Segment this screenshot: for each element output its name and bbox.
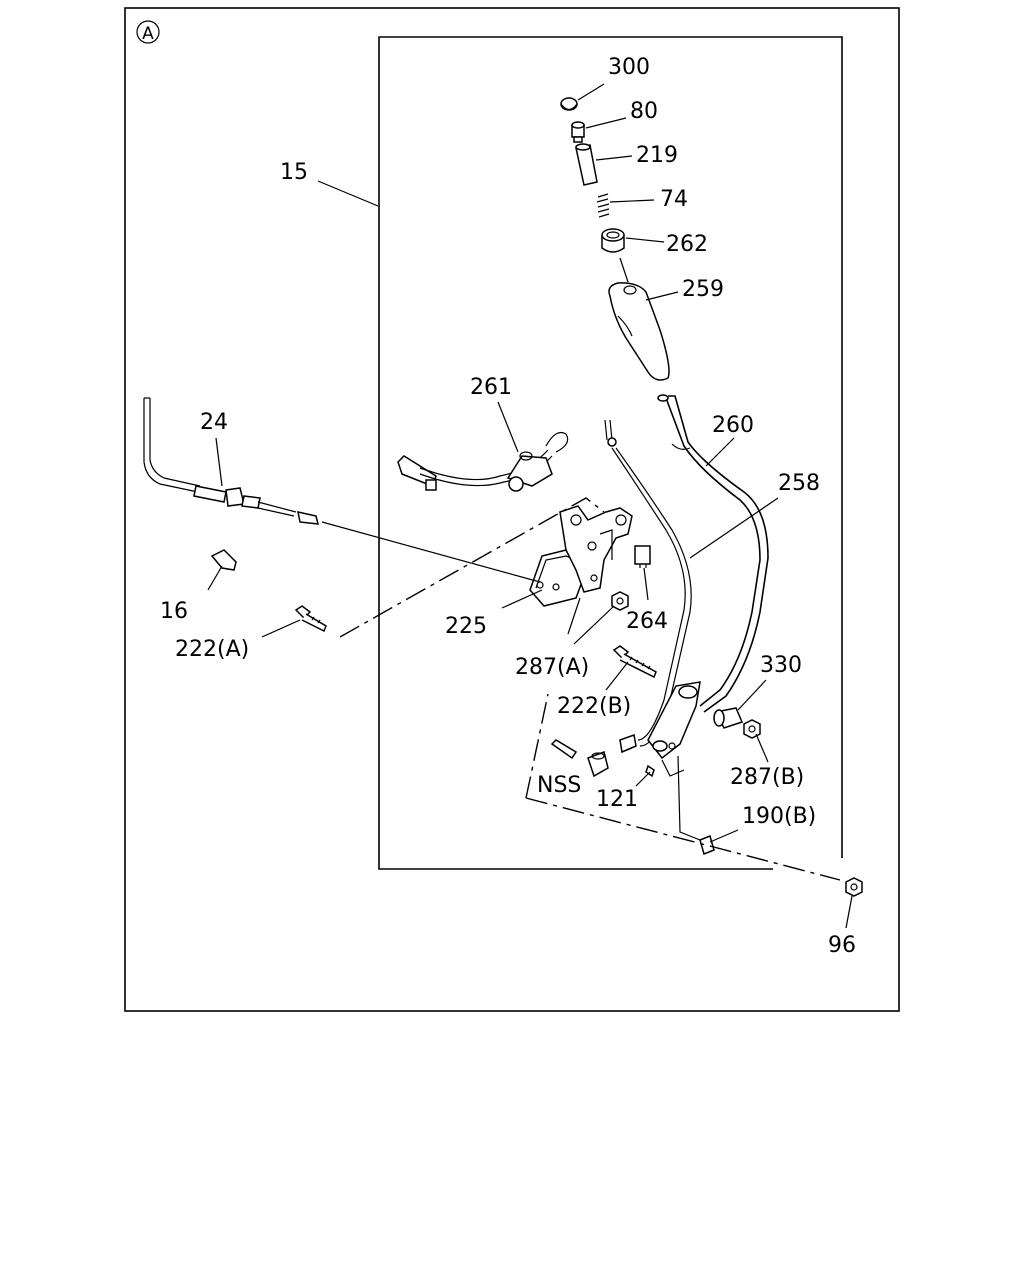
spring-74 (596, 193, 610, 218)
knob-cap-300 (560, 97, 578, 111)
knob-259 (608, 282, 670, 381)
callout-260: 260 (712, 413, 754, 438)
callout-261: 261 (470, 375, 512, 400)
pin-nss (550, 739, 578, 760)
nut-287a (611, 591, 629, 611)
callout-nss: NSS (537, 773, 581, 798)
ground-route-line (525, 797, 841, 881)
callout-219: 219 (636, 143, 678, 168)
pivot-bracket (647, 681, 701, 760)
callout-258: 258 (778, 471, 820, 496)
callout-16: 16 (160, 599, 188, 624)
nut-96 (845, 877, 863, 897)
callout-96: 96 (828, 933, 856, 958)
callout-330: 330 (760, 653, 802, 678)
pin-219 (575, 143, 598, 186)
outer-frame (124, 7, 900, 1012)
callout-259: 259 (682, 277, 724, 302)
clip-190b (699, 834, 715, 856)
collar-330 (713, 707, 744, 729)
callout-287b: 287(B) (730, 765, 804, 790)
switch-264 (634, 545, 651, 568)
control-cable-24 (143, 397, 319, 525)
bolt-222b (612, 645, 657, 679)
nut-287b (743, 719, 761, 739)
bolt-route-line (525, 693, 549, 799)
callout-222b: 222(B) (557, 694, 631, 719)
callout-190b: 190(B) (742, 804, 816, 829)
callout-300: 300 (608, 55, 650, 80)
sub-bracket (559, 505, 633, 593)
bracket-outline (339, 497, 605, 638)
grommet-nss (587, 751, 609, 778)
callout-24: 24 (200, 410, 228, 435)
callout-287a: 287(A) (515, 655, 589, 680)
callout-labels: 300 80 219 74 262 259 15 261 24 260 258 … (160, 55, 856, 958)
clip-121 (645, 764, 655, 778)
shift-lever-260 (657, 394, 769, 713)
bolt-222a (294, 605, 327, 633)
bushing-80 (571, 121, 585, 143)
clip-16 (210, 549, 237, 571)
callout-262: 262 (666, 232, 708, 257)
callout-222a: 222(A) (175, 637, 249, 662)
callout-264: 264 (626, 609, 668, 634)
callout-225: 225 (445, 614, 487, 639)
view-marker-letter: A (142, 24, 154, 44)
callout-74: 74 (660, 187, 688, 212)
callout-80: 80 (630, 99, 658, 124)
harness-261 (397, 431, 569, 492)
callout-15: 15 (280, 160, 308, 185)
collar-262 (601, 228, 625, 253)
cable-route-line (321, 521, 541, 583)
leader-lines (207, 83, 853, 929)
callout-121: 121 (596, 787, 638, 812)
assembly-frame (378, 36, 843, 870)
lever-route-line (677, 755, 701, 841)
view-marker: A (136, 20, 160, 44)
clip-route-line (661, 759, 685, 777)
